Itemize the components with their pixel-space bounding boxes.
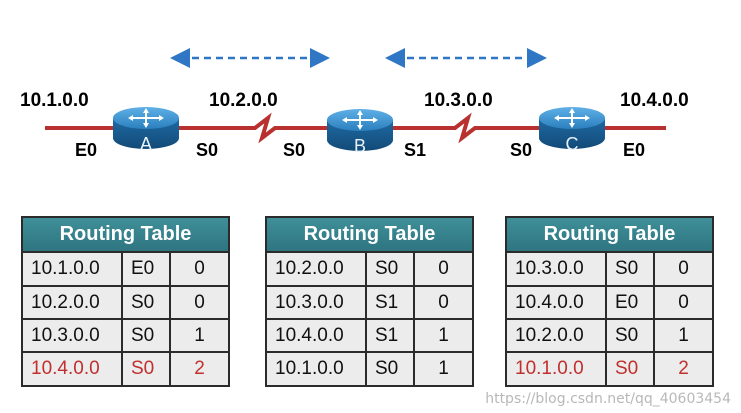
table-cell-network: 10.3.0.0	[507, 253, 607, 287]
table-cell-network: 10.4.0.0	[267, 319, 367, 353]
table-cell-hops: 0	[654, 286, 712, 320]
router-c-right-iface: E0	[623, 140, 646, 160]
router-b-right-iface: S1	[404, 140, 427, 160]
table-cell-network: 10.1.0.0	[507, 352, 607, 385]
router-b-icon: B	[327, 109, 393, 156]
network-label-4: 10.4.0.0	[620, 90, 689, 111]
table-cell-interface: S0	[606, 352, 655, 385]
router-c-icon: C	[539, 107, 605, 154]
table-cell-interface: S1	[366, 319, 415, 353]
table-cell-interface: S0	[122, 286, 171, 320]
table-cell-network: 10.3.0.0	[23, 319, 123, 353]
table-cell-network: 10.1.0.0	[267, 352, 367, 385]
table-cell-hops: 2	[194, 358, 205, 379]
table-cell-network: 10.1.0.0	[23, 253, 123, 287]
table-cell-hops: 0	[414, 253, 472, 287]
routing-table-title: Routing Table	[23, 218, 228, 253]
network-label-2: 10.2.0.0	[209, 90, 278, 111]
table-cell-hops: 1	[170, 319, 228, 353]
table-cell-network: 10.2.0.0	[23, 286, 123, 320]
routing-table-title: Routing Table	[507, 218, 712, 253]
table-cell-network: 10.2.0.0	[507, 319, 607, 353]
table-cell-interface: S0	[606, 253, 655, 287]
network-label-1: 10.1.0.0	[20, 90, 89, 111]
network-label-3: 10.3.0.0	[424, 90, 493, 111]
table-cell-network: 10.4.0.0	[507, 286, 607, 320]
table-cell-interface: S0	[606, 319, 655, 353]
network-topology: A B C	[45, 48, 666, 156]
table-cell-interface: S0	[366, 352, 415, 385]
table-cell-interface: S0	[122, 352, 171, 385]
table-cell-interface: E0	[606, 286, 655, 320]
watermark-text: https://blog.csdn.net/qq_40603454	[485, 391, 731, 407]
table-cell-network: 10.2.0.0	[267, 253, 367, 287]
router-a-left-iface: E0	[75, 140, 98, 160]
table-cell-interface: S1	[366, 286, 415, 320]
router-a-right-iface: S0	[196, 140, 219, 160]
table-cell-hops: 0	[170, 253, 228, 287]
serial-link-a-b	[178, 112, 333, 144]
table-cell-hops: 1	[654, 319, 712, 353]
table-cell-hops: 2	[678, 358, 689, 379]
router-b-left-iface: S0	[283, 140, 306, 160]
router-a-icon: A	[113, 107, 179, 154]
table-cell-hops: 1	[414, 319, 472, 353]
table-cell-network: 10.3.0.0	[267, 286, 367, 320]
router-a-label: A	[140, 134, 152, 154]
router-c-left-iface: S0	[510, 140, 533, 160]
table-cell-hops: 0	[654, 253, 712, 287]
table-cell-interface: S0	[366, 253, 415, 287]
serial-link-b-c	[388, 112, 545, 144]
table-cell-hops: 0	[170, 286, 228, 320]
table-cell-hops: 1	[438, 358, 449, 379]
table-cell-network: 10.4.0.0	[23, 352, 123, 385]
table-cell-interface: S0	[122, 319, 171, 353]
router-c-label: C	[566, 134, 579, 154]
routing-table-title: Routing Table	[267, 218, 472, 253]
table-cell-interface: E0	[122, 253, 171, 287]
router-b-label: B	[354, 136, 366, 156]
table-cell-hops: 0	[414, 286, 472, 320]
